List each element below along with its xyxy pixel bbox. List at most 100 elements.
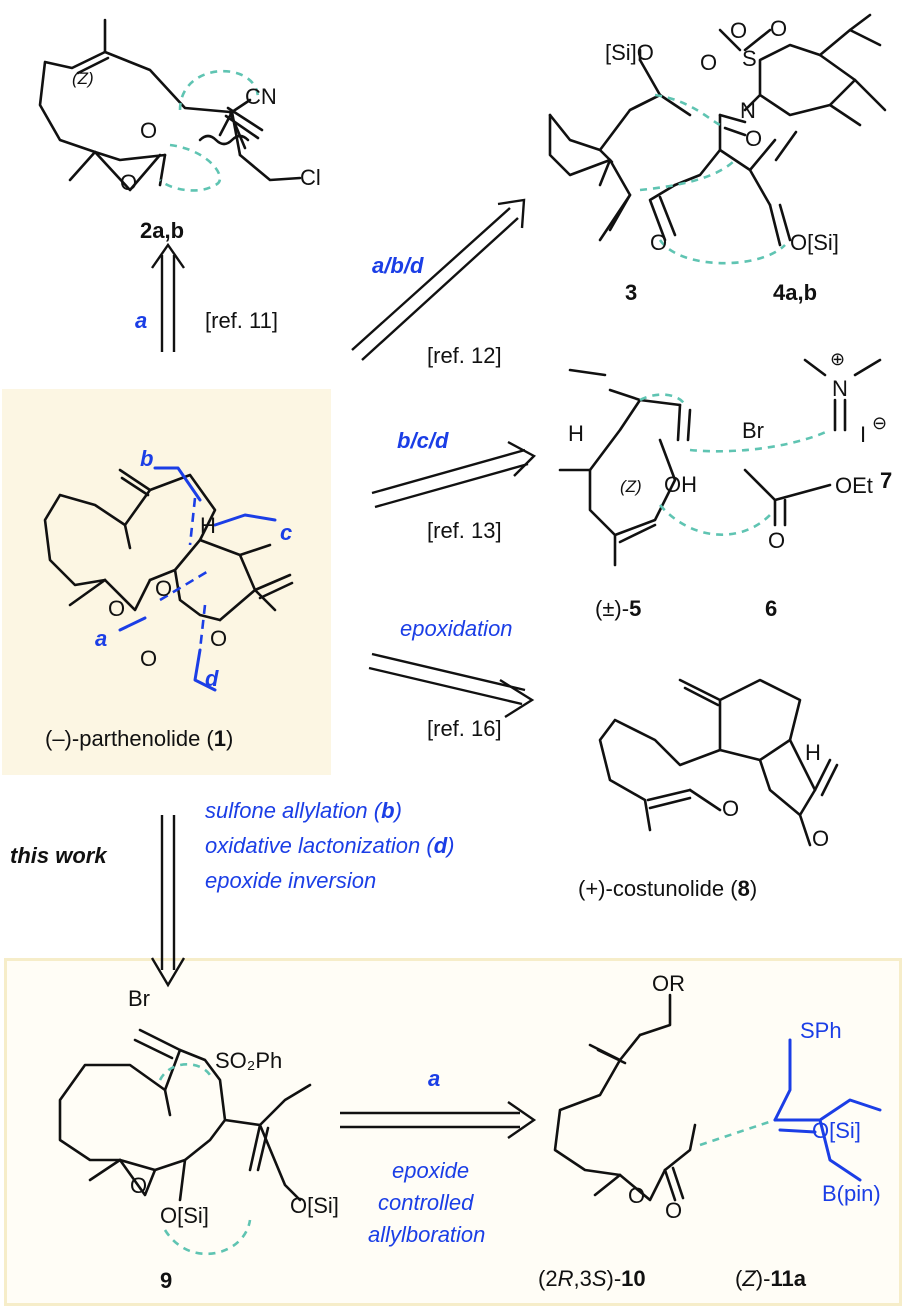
o-label-1b: O xyxy=(155,576,173,601)
compound-6-label: 6 xyxy=(765,596,778,621)
this-work-box xyxy=(4,958,902,1306)
c10-number: 10 xyxy=(621,1266,646,1291)
epoxidation-label: epoxidation xyxy=(400,616,513,641)
step2-end: ) xyxy=(447,833,455,858)
ref16-label: [ref. 16] xyxy=(427,716,502,741)
arrow2-a: a xyxy=(372,253,385,278)
compound-11-label: (Z)-11a xyxy=(735,1268,806,1290)
c8-prefix: (+)-costunolide ( xyxy=(578,876,738,901)
arrow-to-3-4 xyxy=(351,198,526,361)
osi-label-4: O[Si] xyxy=(790,230,839,255)
arrow-to-2 xyxy=(151,242,185,352)
c10-suffix: )- xyxy=(606,1266,622,1291)
compound-4-label: 4a,b xyxy=(773,280,818,305)
disconnection-b: b xyxy=(140,446,154,471)
final-label-2: controlled xyxy=(378,1190,474,1215)
c1-suffix: ) xyxy=(226,726,234,751)
o-label-s3: O xyxy=(700,50,718,75)
o-label-2a: O xyxy=(120,170,138,195)
ref13-label: [ref. 13] xyxy=(427,518,502,543)
plus-icon: ⊕ xyxy=(830,349,846,369)
h-label-8: H xyxy=(805,740,821,765)
step1-end: ) xyxy=(394,798,402,823)
o-label-10: O xyxy=(665,1198,683,1223)
c8-suffix: ) xyxy=(749,876,758,901)
arrow2-label: a/b/d xyxy=(372,253,424,278)
osi-9a-o: O xyxy=(160,1203,178,1228)
nplus-label: N xyxy=(832,376,848,401)
compound-8-structure xyxy=(598,678,839,847)
o-label-6: O xyxy=(768,528,786,553)
osi-label-9b: O[Si] xyxy=(290,1193,339,1218)
ref12-label: [ref. 12] xyxy=(427,343,502,368)
compound-10-11-structure xyxy=(553,993,882,1202)
c11-z: Z xyxy=(742,1266,756,1291)
c10-s: S xyxy=(591,1266,607,1291)
arrow3-b: b xyxy=(397,428,411,453)
arrow2-d: d xyxy=(409,253,424,278)
step2-text: oxidative lactonization ( xyxy=(205,833,434,858)
disconnection-a: a xyxy=(95,626,108,651)
osi-label-9a: O[Si] xyxy=(160,1205,209,1227)
br-label-9: Br xyxy=(128,986,150,1011)
compound-2-label: 2a,b xyxy=(140,218,185,243)
arrow-epoxidation xyxy=(368,652,535,719)
compound-3-4-structure xyxy=(548,13,887,265)
arrow3-d: d xyxy=(434,428,449,453)
step3-label: epoxide inversion xyxy=(205,868,377,893)
step2-label: oxidative lactonization (d) xyxy=(205,835,454,857)
cl-label: Cl xyxy=(300,165,321,190)
osi-label-11: O[Si] xyxy=(812,1118,861,1143)
br-label-6: Br xyxy=(742,418,764,443)
iodide-label: I xyxy=(860,422,867,447)
n-label: N xyxy=(740,98,756,123)
final-label-3: allylboration xyxy=(368,1222,486,1247)
sph-label: SPh xyxy=(800,1018,842,1043)
compound-9-label: 9 xyxy=(160,1268,173,1293)
c1-number: 1 xyxy=(213,726,226,751)
compound-9-structure xyxy=(58,1028,312,1256)
o-label-1a: O xyxy=(108,596,126,621)
compound-10-label: (2R,3S)-10 xyxy=(538,1268,646,1290)
compound-1-label: (–)-parthenolide (1) xyxy=(45,728,233,750)
o-label-8b: O xyxy=(812,826,830,851)
o-label-9-epox: O xyxy=(130,1173,148,1198)
sio-label-3: [Si]O xyxy=(605,40,654,65)
arrow3-c: c xyxy=(416,428,429,453)
ref11-label: [ref. 11] xyxy=(205,308,278,333)
compound-8-label: (+)-costunolide (8) xyxy=(578,878,757,900)
compound-5-label: (±)-5 xyxy=(595,598,641,620)
c10-prefix: (2 xyxy=(538,1266,558,1291)
o-label-8a: O xyxy=(722,796,740,821)
h-label-5: H xyxy=(568,421,584,446)
o-label-1d: O xyxy=(210,626,228,651)
compound-2-structure xyxy=(38,18,302,192)
o-label-s1: O xyxy=(730,18,748,43)
o-label-2b: O xyxy=(140,118,158,143)
arrow-to-5-6-7 xyxy=(371,440,536,509)
step1-text: sulfone allylation ( xyxy=(205,798,382,823)
c11-suffix: )- xyxy=(755,1266,771,1291)
oh-label: OH xyxy=(664,472,697,497)
compound-1-structure xyxy=(43,466,294,692)
compound-7-label: 7 xyxy=(880,468,893,493)
arrow-final xyxy=(340,1101,537,1139)
z-label-5: (Z) xyxy=(620,477,642,496)
compound-5-6-7-structure xyxy=(558,358,882,567)
final-arrow-a: a xyxy=(428,1066,441,1091)
h-label-1: H xyxy=(200,513,216,538)
o-label-10-epox: O xyxy=(628,1183,646,1208)
c5-number: 5 xyxy=(629,596,642,621)
o-label-4: O xyxy=(745,126,763,151)
o-label-3: O xyxy=(650,230,668,255)
c1-prefix: (–)-parthenolide ( xyxy=(45,726,214,751)
arrow-this-work xyxy=(150,815,186,988)
arrow2-b: b xyxy=(390,253,404,278)
osi-9a-si: [Si] xyxy=(177,1203,209,1228)
so2ph-label: SO₂Ph xyxy=(215,1048,283,1073)
c10-r: R xyxy=(557,1266,574,1291)
c11-number: 11a xyxy=(770,1266,806,1291)
c10-mid: ,3 xyxy=(573,1266,592,1291)
minus-icon: ⊖ xyxy=(872,413,888,433)
c11-prefix: ( xyxy=(735,1266,743,1291)
